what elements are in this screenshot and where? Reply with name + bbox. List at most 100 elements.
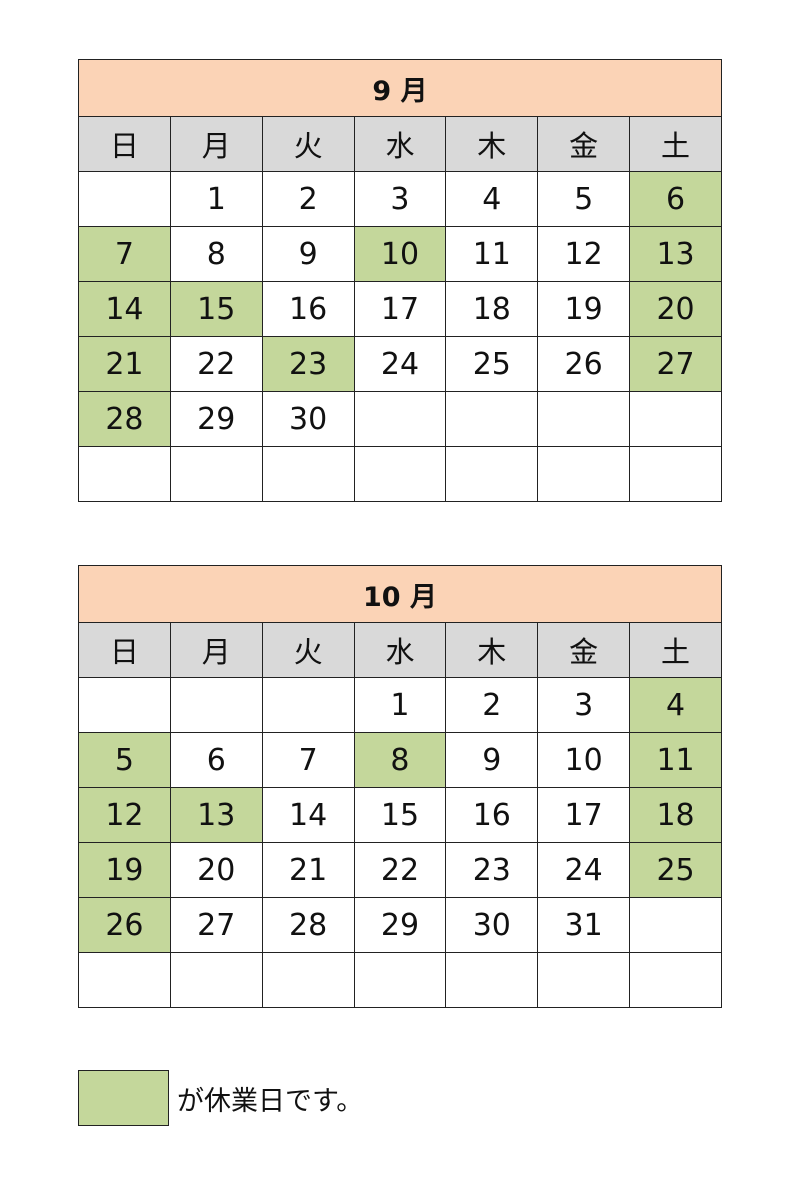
- day-cell: 21: [78, 336, 171, 392]
- weekday-header: 水: [353, 622, 447, 678]
- day-cell: 24: [353, 336, 447, 392]
- empty-day-cell: [169, 446, 263, 502]
- day-cell: 31: [537, 897, 631, 953]
- weekday-header: 月: [169, 622, 263, 678]
- empty-day-cell: [78, 446, 171, 502]
- weekday-header: 火: [261, 116, 355, 172]
- day-cell: 12: [78, 787, 171, 843]
- day-cell: 30: [261, 391, 355, 447]
- day-cell: 25: [445, 336, 539, 392]
- legend-text: が休業日です。: [177, 1085, 364, 1117]
- day-cell: 20: [629, 281, 722, 337]
- weekday-header-row: 日月火水木金土: [78, 116, 722, 172]
- day-cell: 3: [537, 677, 631, 733]
- weekday-header: 火: [261, 622, 355, 678]
- day-cell: 22: [353, 842, 447, 898]
- day-cell: 4: [629, 677, 722, 733]
- day-cell: 9: [445, 732, 539, 788]
- weekday-header: 木: [445, 622, 539, 678]
- weekday-header: 月: [169, 116, 263, 172]
- day-cell: 16: [261, 281, 355, 337]
- legend-holiday-swatch: [78, 1070, 169, 1126]
- day-cell: 2: [261, 171, 355, 227]
- day-cell: 10: [353, 226, 447, 282]
- day-cell: 20: [169, 842, 263, 898]
- empty-day-cell: [445, 446, 539, 502]
- empty-day-cell: [353, 391, 447, 447]
- empty-day-cell: [78, 171, 171, 227]
- legend: が休業日です。: [78, 1070, 363, 1126]
- day-cell: 5: [537, 171, 631, 227]
- day-cell: 25: [629, 842, 722, 898]
- empty-day-cell: [261, 952, 355, 1008]
- day-cell: 6: [169, 732, 263, 788]
- calendar-title-row: 9 月: [78, 59, 722, 117]
- empty-day-cell: [537, 952, 631, 1008]
- day-cell: 28: [261, 897, 355, 953]
- day-cell: 11: [445, 226, 539, 282]
- day-cell: 4: [445, 171, 539, 227]
- weekday-header: 土: [629, 622, 722, 678]
- weekday-header: 金: [537, 116, 631, 172]
- day-cell: 28: [78, 391, 171, 447]
- day-cell: 13: [629, 226, 722, 282]
- day-cell: 29: [169, 391, 263, 447]
- day-cell: 11: [629, 732, 722, 788]
- empty-day-cell: [445, 391, 539, 447]
- day-cell: 27: [169, 897, 263, 953]
- weekday-header: 金: [537, 622, 631, 678]
- weekday-header: 日: [78, 116, 171, 172]
- day-cell: 16: [445, 787, 539, 843]
- empty-day-cell: [537, 391, 631, 447]
- weekday-header: 土: [629, 116, 722, 172]
- empty-day-cell: [629, 952, 722, 1008]
- day-cell: 27: [629, 336, 722, 392]
- day-cell: 26: [537, 336, 631, 392]
- empty-day-cell: [537, 446, 631, 502]
- day-cell: 18: [629, 787, 722, 843]
- day-cell: 7: [261, 732, 355, 788]
- day-cell: 29: [353, 897, 447, 953]
- day-cell: 8: [169, 226, 263, 282]
- day-cell: 30: [445, 897, 539, 953]
- empty-day-cell: [353, 952, 447, 1008]
- empty-day-cell: [169, 677, 263, 733]
- calendar-title-row: 10 月: [78, 565, 722, 623]
- empty-day-cell: [261, 446, 355, 502]
- calendar-title: 9 月: [78, 59, 722, 117]
- day-cell: 21: [261, 842, 355, 898]
- empty-day-cell: [78, 952, 171, 1008]
- day-cell: 1: [169, 171, 263, 227]
- day-cell: 1: [353, 677, 447, 733]
- day-cell: 8: [353, 732, 447, 788]
- day-cell: 14: [78, 281, 171, 337]
- day-cell: 15: [169, 281, 263, 337]
- weekday-header: 木: [445, 116, 539, 172]
- day-cell: 15: [353, 787, 447, 843]
- empty-day-cell: [353, 446, 447, 502]
- day-cell: 19: [537, 281, 631, 337]
- weekday-header-row: 日月火水木金土: [78, 622, 722, 678]
- day-cell: 5: [78, 732, 171, 788]
- empty-day-cell: [629, 446, 722, 502]
- day-cell: 14: [261, 787, 355, 843]
- weekday-header: 日: [78, 622, 171, 678]
- empty-day-cell: [169, 952, 263, 1008]
- day-cell: 7: [78, 226, 171, 282]
- day-cell: 26: [78, 897, 171, 953]
- day-cell: 24: [537, 842, 631, 898]
- empty-day-cell: [629, 391, 722, 447]
